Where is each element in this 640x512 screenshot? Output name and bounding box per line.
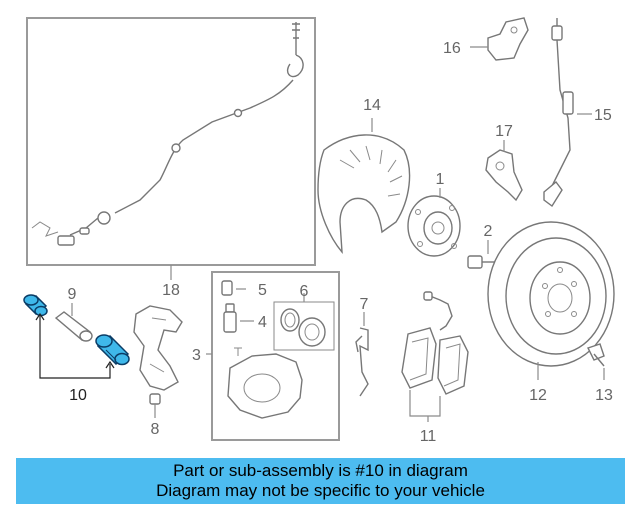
harness-connector-top: [292, 23, 300, 39]
banner-line-1: Part or sub-assembly is #10 in diagram: [173, 461, 468, 480]
brake-caliper: [227, 347, 303, 419]
harness-clip-2: [233, 108, 243, 118]
hub-bolt: [467, 255, 496, 269]
anti-rattle-spring: [355, 327, 369, 397]
rotor-screw: [587, 343, 605, 367]
harness-end-connector: [57, 235, 75, 246]
part-info-banner: Part or sub-assembly is #10 in diagram D…: [16, 458, 625, 504]
callout-3: 3: [192, 347, 201, 364]
callout-4: 4: [258, 314, 267, 331]
callout-15: 15: [594, 107, 612, 124]
callout-18: 18: [162, 282, 180, 299]
callout-6: 6: [300, 283, 309, 300]
callout-10: 10: [69, 387, 87, 404]
callout-1: 1: [436, 171, 445, 188]
brake-rotor: [487, 221, 615, 367]
callout-5: 5: [258, 282, 267, 299]
harness-clip-1: [171, 143, 181, 153]
caliper-assembly-group: [206, 271, 340, 441]
piston-seal-kit: [273, 301, 335, 351]
brake-hose: [543, 18, 574, 208]
callout-16: 16: [443, 40, 461, 57]
leader-11: [409, 390, 441, 417]
harness-clip-small: [31, 221, 59, 237]
bleeder-cap: [221, 280, 233, 296]
callout-12: 12: [529, 387, 547, 404]
brake-pads: [401, 291, 469, 395]
callout-2: 2: [484, 223, 493, 240]
leader-10-arrow-right: [105, 360, 115, 369]
wheel-speed-sensor: [485, 149, 523, 202]
leader-10-arrow-left: [35, 312, 45, 321]
harness-grommet: [97, 211, 111, 225]
banner-line-2: Diagram may not be specific to your vehi…: [156, 481, 485, 500]
callout-14: 14: [363, 97, 381, 114]
wiring-harness-group: [26, 17, 316, 280]
leader-10: [39, 316, 111, 379]
bleeder-screw: [223, 303, 237, 333]
callout-11: 11: [420, 428, 437, 445]
caliper-frame: [211, 271, 340, 441]
wheel-speed-sensor-harness: [114, 22, 304, 214]
caliper-carrier: [133, 305, 183, 405]
callout-17: 17: [495, 123, 513, 140]
callout-9: 9: [68, 286, 77, 303]
harness-plug: [79, 227, 90, 235]
brake-hose-bracket: [487, 17, 529, 61]
brake-splash-shield: [317, 134, 411, 255]
harness-frame: [26, 17, 316, 266]
guide-pin-bushing-small: [23, 294, 48, 317]
callout-13: 13: [595, 387, 613, 404]
wheel-hub: [407, 195, 461, 257]
guide-pin-bushing-large: [95, 334, 130, 366]
callout-7: 7: [360, 296, 369, 313]
callout-8: 8: [151, 421, 160, 438]
guide-pin: [54, 311, 93, 342]
